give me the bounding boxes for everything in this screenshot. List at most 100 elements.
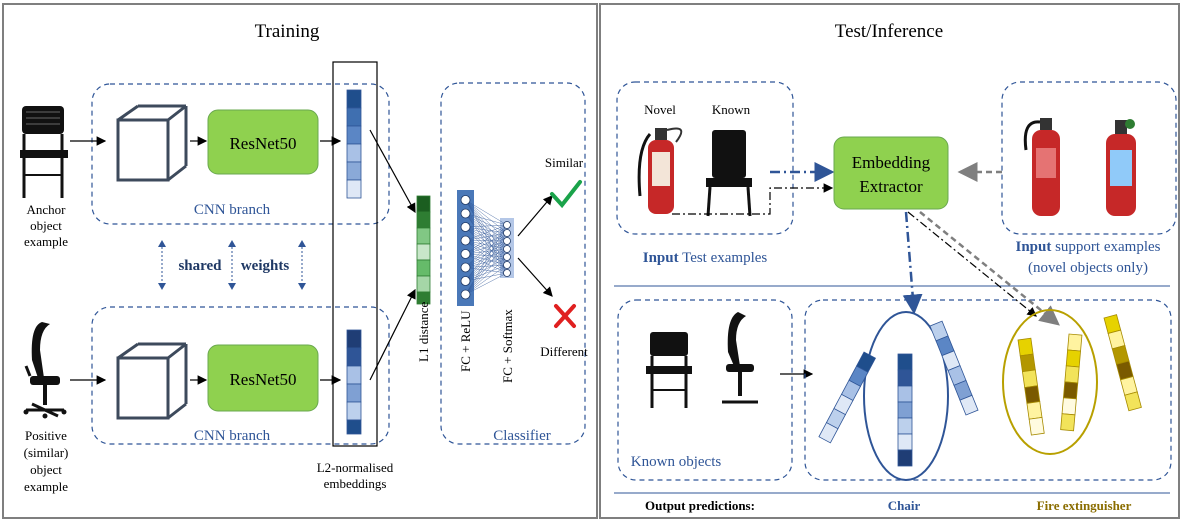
fc-connections — [465, 199, 508, 295]
known-chair-1-icon — [646, 332, 692, 408]
fc-connection — [465, 232, 508, 268]
test-examples-box — [616, 81, 794, 235]
chair-embedding-left — [818, 351, 877, 444]
resnet50-bottom-label: ResNet50 — [229, 370, 296, 389]
fc-relu-node — [460, 289, 471, 300]
arrow-similar — [517, 195, 553, 237]
fc-connection — [465, 232, 508, 282]
known-objects-box — [617, 299, 793, 481]
weights-label: weights — [241, 258, 289, 274]
novel-label: Novel — [644, 102, 676, 117]
fire-embedding-3 — [1103, 314, 1142, 412]
fc-connection — [465, 224, 508, 282]
conv-block-bottom-icon — [116, 342, 188, 420]
fc-connection — [465, 264, 508, 282]
fc-connection — [465, 248, 508, 268]
fc-relu-layer — [457, 190, 474, 306]
cnn-branch-bottom-label: CNN branch — [194, 428, 271, 444]
known-chair-2-icon — [722, 312, 758, 404]
classifier-box — [440, 82, 586, 445]
svg-text:example: example — [24, 479, 68, 494]
fc-relu-node — [460, 235, 471, 246]
output-predictions-label: Output predictions: — [645, 498, 755, 513]
cross-icon — [554, 304, 576, 328]
fc-relu-node — [460, 262, 471, 273]
embeddings-box — [332, 61, 378, 447]
svg-text:Positive: Positive — [25, 428, 67, 443]
fc-softmax-nodes — [503, 221, 511, 277]
arrow-different — [517, 257, 553, 297]
chair-embedding-center — [897, 353, 913, 467]
fc-connection — [465, 224, 508, 295]
embedding-vector-top — [346, 89, 362, 199]
fc-connection — [465, 232, 508, 295]
embedding-extractor-label-1: Embedding — [852, 153, 931, 172]
svg-text:L2-normalised: L2-normalised — [317, 460, 394, 475]
fc-relu-nodes — [460, 195, 471, 300]
fc-connection — [465, 272, 508, 282]
resnet50-top-label: ResNet50 — [229, 134, 296, 153]
fc-connection — [465, 199, 508, 226]
arrow-embed-bottom-l1 — [369, 288, 416, 381]
anchor-label: Anchor object example — [24, 202, 68, 249]
fire-cluster-ellipse — [1002, 309, 1098, 455]
fc-softmax-node — [503, 237, 511, 245]
svg-text:embeddings: embeddings — [324, 476, 387, 491]
embeddings-label: L2-normalised embeddings — [317, 460, 394, 491]
fc-connection — [465, 272, 508, 295]
l1-distance-vector — [416, 195, 431, 305]
fc-connection — [465, 248, 508, 282]
fc-connection — [465, 224, 508, 228]
fc-connection — [465, 264, 508, 295]
embedding-space-box — [804, 299, 1172, 481]
support-extinguisher-2-icon — [1106, 119, 1136, 216]
cnn-branch-bottom-box — [91, 306, 390, 445]
extractor-to-fire-line — [907, 211, 1037, 317]
input-support-label: Input support examples — [1015, 239, 1160, 255]
known-chair-icon — [706, 130, 752, 217]
svg-text:example: example — [24, 234, 68, 249]
fire-extinguisher-prediction-label: Fire extinguisher — [1037, 498, 1132, 513]
resnet50-bottom — [207, 344, 319, 412]
training-panel — [2, 3, 598, 519]
input-test-label: Input Test examples — [643, 250, 768, 266]
fc-softmax-node — [503, 229, 511, 237]
fc-relu-node — [460, 222, 471, 232]
fc-connection — [465, 256, 508, 268]
shared-weights-arrowheads — [158, 240, 306, 290]
chair-embedding-right — [929, 320, 979, 416]
fc-relu-node — [460, 249, 471, 259]
shared-weights-arrows — [161, 243, 303, 287]
extractor-to-chair-line — [902, 211, 923, 315]
check-icon — [550, 180, 582, 209]
svg-text:Anchor: Anchor — [27, 202, 67, 217]
svg-text:(similar): (similar) — [24, 445, 69, 460]
fc-softmax-node — [503, 253, 511, 261]
svg-text:object: object — [30, 462, 62, 477]
known-objects-label: Known objects — [631, 454, 722, 470]
fc-connection — [465, 267, 508, 274]
support-extinguisher-1-icon — [1023, 118, 1060, 216]
resnet50-top — [207, 109, 319, 175]
known-label: Known — [712, 102, 751, 117]
cnn-branch-top-label: CNN branch — [194, 202, 271, 218]
fc-connection — [465, 213, 508, 226]
inference-title: Test/Inference — [835, 21, 943, 42]
embedding-extractor — [833, 136, 949, 210]
different-label: Different — [540, 344, 588, 359]
conv-block-top-icon — [116, 104, 188, 182]
fc-connection — [465, 240, 508, 295]
svg-text:object: object — [30, 218, 62, 233]
fc-connection — [465, 240, 508, 282]
fc-softmax-node — [503, 221, 511, 229]
fc-relu-node — [460, 276, 471, 286]
fc-connection — [465, 256, 508, 282]
fc-relu-node — [460, 208, 471, 219]
fc-connection — [465, 224, 508, 255]
inference-panel — [599, 3, 1180, 519]
chair-cluster-ellipse — [863, 311, 949, 481]
support-examples-box — [1001, 81, 1177, 235]
fc-relu-node — [460, 195, 471, 205]
positive-label: Positive (similar) object example — [24, 428, 69, 494]
